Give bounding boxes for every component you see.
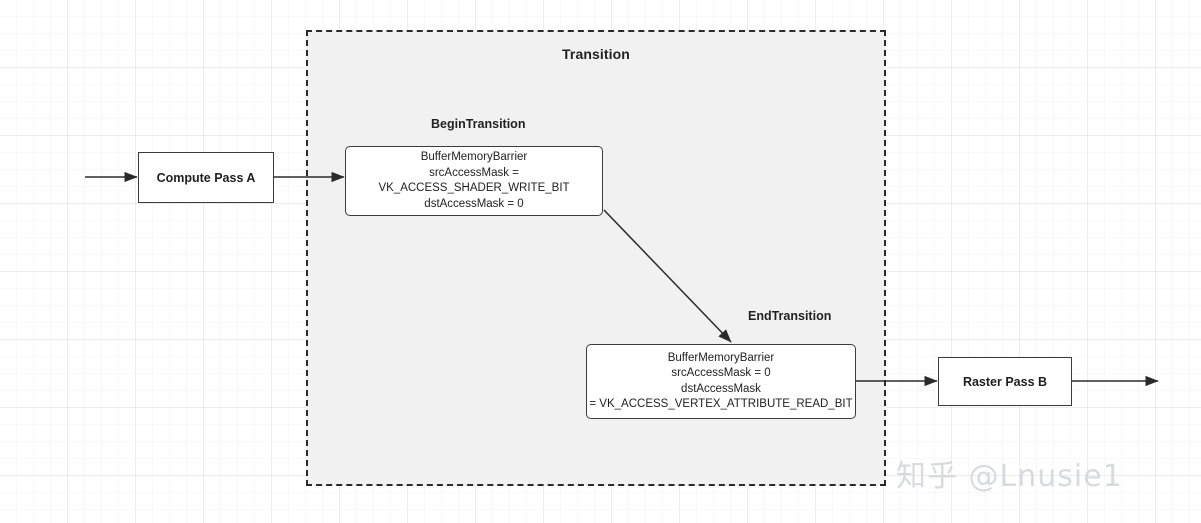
node-raster-pass-b-label: Raster Pass B xyxy=(962,374,1048,389)
barrier-begin-line-1: BufferMemoryBarrier xyxy=(420,151,528,163)
barrier-begin-line-2: srcAccessMask = xyxy=(429,166,519,179)
barrier-end-line-3: dstAccessMask xyxy=(681,382,761,395)
end-transition-label: EndTransition xyxy=(748,309,832,323)
barrier-begin-line-4: dstAccessMask = 0 xyxy=(424,197,524,210)
transition-group-title: Transition xyxy=(562,46,630,62)
barrier-end-line-4: = VK_ACCESS_VERTEX_ATTRIBUTE_READ_BIT xyxy=(589,398,853,410)
node-raster-pass-b[interactable]: Raster Pass B xyxy=(938,357,1072,406)
watermark-text: 知乎 @Lnusie1 xyxy=(896,459,1123,494)
begin-transition-label: BeginTransition xyxy=(431,117,526,131)
node-compute-pass-a-label: Compute Pass A xyxy=(156,170,256,185)
begin-transition-barrier-box[interactable]: BufferMemoryBarrier srcAccessMask = VK_A… xyxy=(345,146,603,216)
end-transition-barrier-box[interactable]: BufferMemoryBarrier srcAccessMask = 0 ds… xyxy=(586,344,856,419)
node-compute-pass-a[interactable]: Compute Pass A xyxy=(138,152,274,203)
barrier-end-line-1: BufferMemoryBarrier xyxy=(667,351,775,364)
barrier-end-line-2: srcAccessMask = 0 xyxy=(671,367,771,379)
barrier-begin-line-3: VK_ACCESS_SHADER_WRITE_BIT xyxy=(378,182,570,194)
